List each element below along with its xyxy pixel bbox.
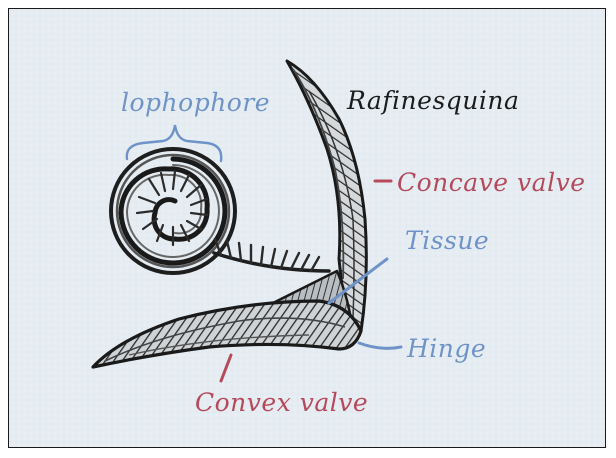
convex-valve-label: Convex valve [195, 388, 368, 417]
tissue-label: Tissue [405, 226, 489, 255]
hinge-label: Hinge [406, 334, 486, 363]
concave-valve-label: Concave valve [397, 168, 586, 197]
brachiopod-diagram: lophophore Rafinesquina Concave valve Ti… [9, 9, 606, 448]
lophophore-label: lophophore [121, 88, 270, 117]
title-scribble-label: Rafinesquina [346, 86, 519, 115]
sketch-canvas: lophophore Rafinesquina Concave valve Ti… [8, 8, 606, 448]
